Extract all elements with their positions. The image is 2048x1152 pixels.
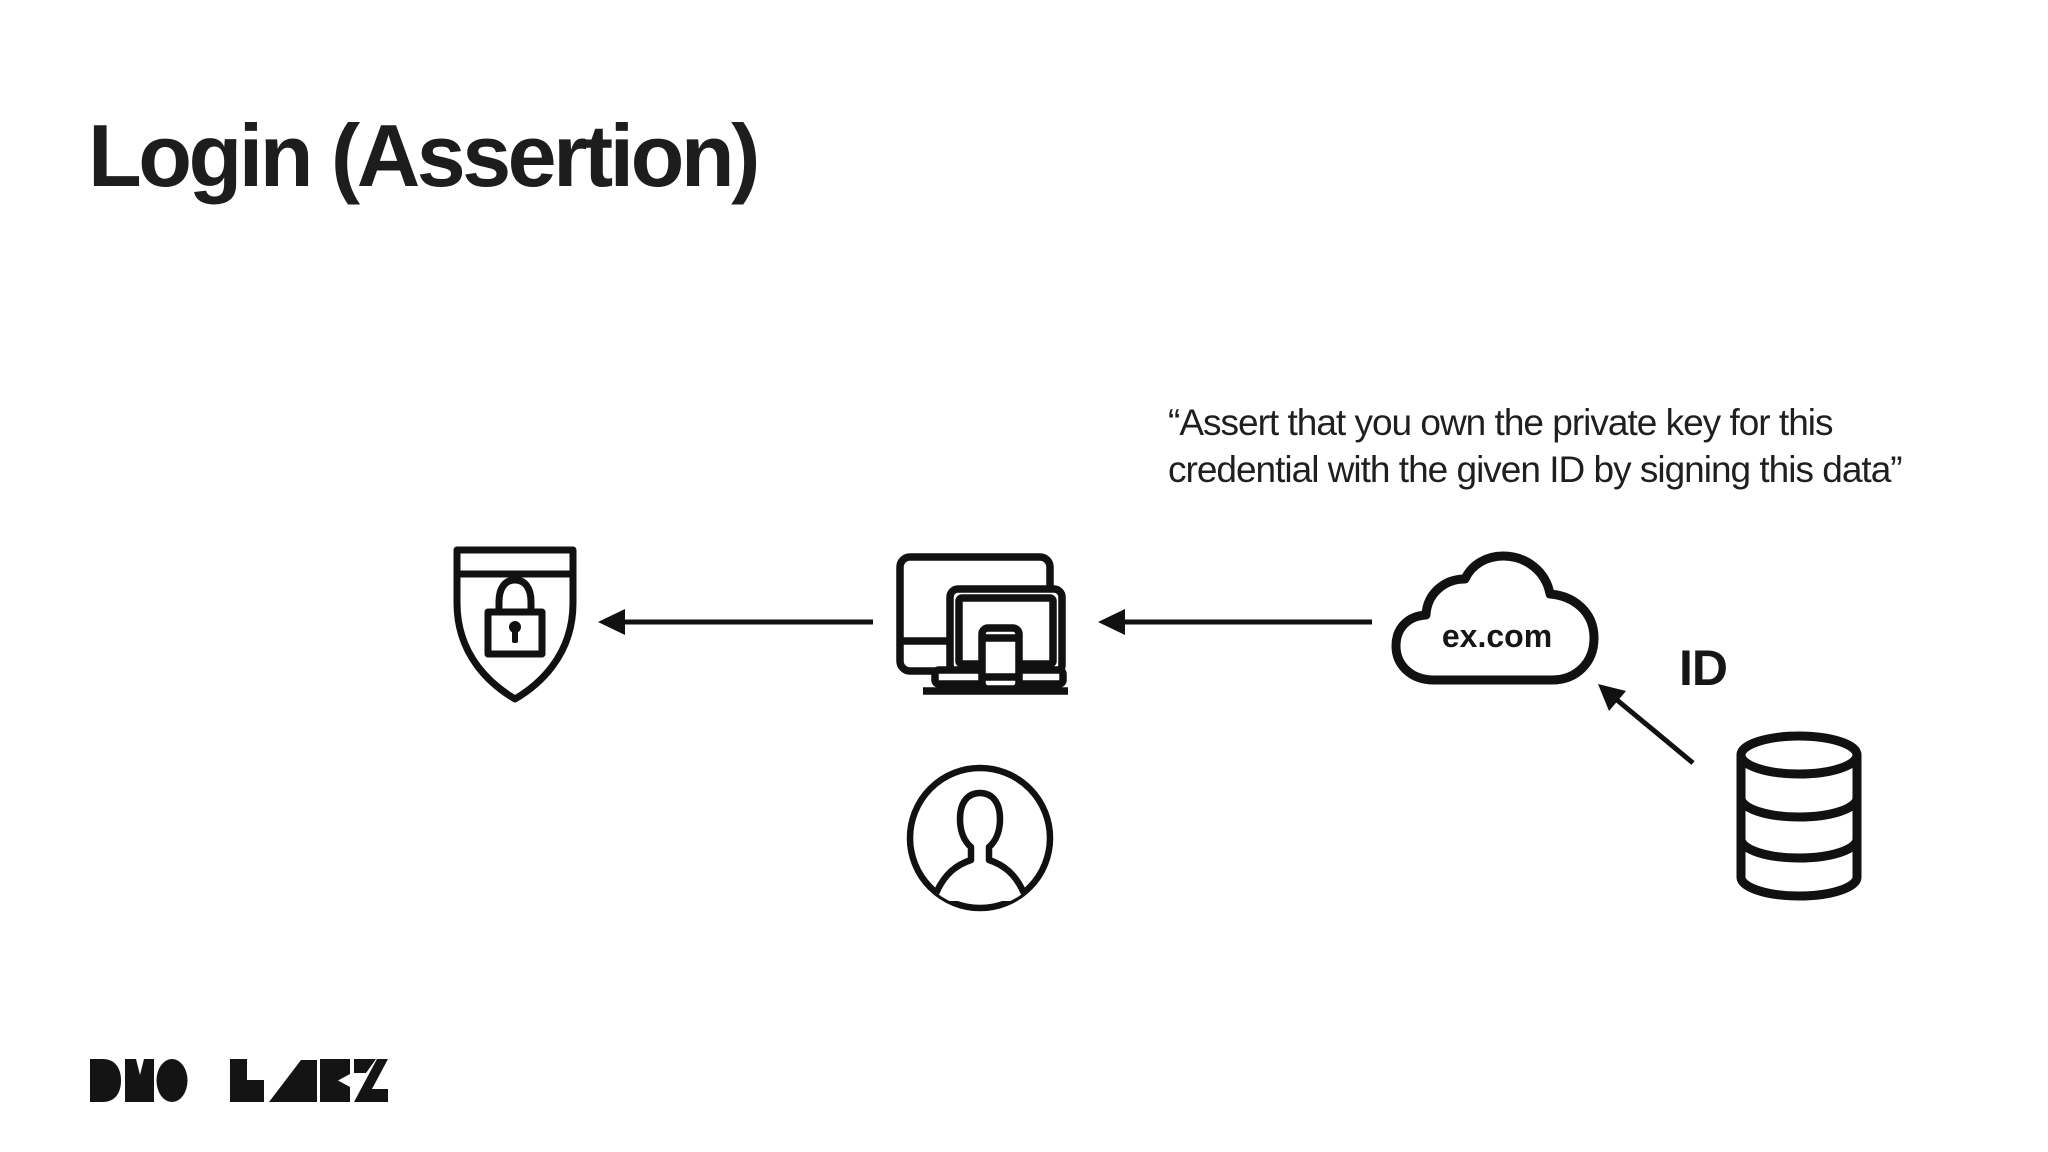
logo-letter-d [90, 1059, 121, 1102]
cloud-icon: ex.com [1391, 551, 1599, 685]
arrowhead-left-2 [1098, 609, 1125, 635]
credential-store-node [1729, 728, 1869, 904]
database-icon [1736, 731, 1862, 901]
logo-letter-l [230, 1059, 264, 1102]
user-node [903, 761, 1057, 915]
relying-party-node: ex.com [1386, 550, 1606, 694]
assertion-quote: “Assert that you own the private key for… [1168, 399, 2048, 493]
arrow-database-to-cloud [1598, 684, 1695, 765]
arrowhead-left-1 [598, 609, 625, 635]
client-devices-node [896, 551, 1076, 697]
arrowhead-diagonal [1598, 684, 1626, 711]
keyhole [509, 621, 521, 633]
logo-letter-u [125, 1059, 154, 1102]
arrow-cloud-to-devices [1098, 609, 1372, 635]
assertion-quote-line1: “Assert that you own the private key for… [1168, 402, 1834, 443]
page-title: Login (Assertion) [88, 106, 760, 205]
shield-lock-icon [453, 546, 577, 703]
duo-labs-logo [90, 1059, 388, 1102]
logo-letter-s [354, 1059, 388, 1102]
assertion-quote-line2: credential with the given ID by signing … [1168, 449, 1903, 490]
logo-letter-a [269, 1060, 317, 1102]
id-label: ID [1679, 640, 1728, 696]
cloud-label: ex.com [1442, 618, 1552, 654]
logo-letter-o [156, 1059, 188, 1102]
authenticator-node [449, 541, 581, 705]
person-icon [906, 764, 1054, 912]
arrow-devices-to-shield [598, 609, 873, 635]
logo-letter-b [320, 1059, 350, 1102]
devices-icon [896, 553, 1068, 695]
